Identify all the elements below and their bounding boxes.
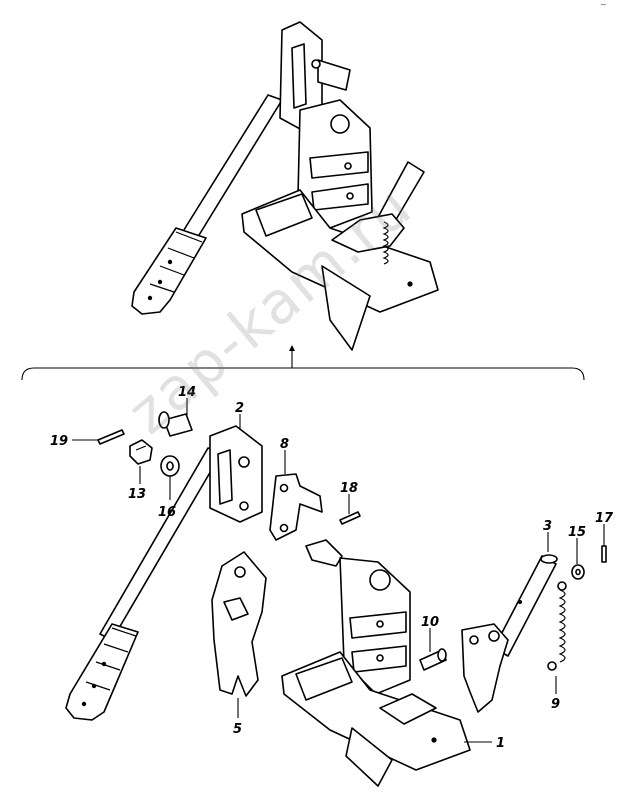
callout-13: 13 [128, 487, 146, 502]
part-17-pin [601, 545, 607, 563]
group-bracket [21, 345, 585, 381]
part-1-base [281, 539, 471, 787]
part-19-pin [97, 429, 125, 445]
part-3-lever [461, 554, 558, 713]
callout-1: 1 [496, 736, 505, 751]
callout-5: 5 [233, 722, 242, 737]
callout-10: 10 [421, 615, 439, 630]
part-15-washer [571, 564, 585, 580]
part-9-spring [547, 581, 567, 671]
callout-2: 2 [235, 401, 244, 416]
corner-mark: ~ [600, 0, 607, 9]
part-5-hook [211, 551, 267, 697]
assembled-grip [131, 227, 207, 315]
assembled-hook [321, 265, 371, 351]
callout-18: 18 [340, 481, 358, 496]
assembled-bracket [317, 59, 351, 91]
callout-9: 9 [551, 697, 560, 712]
assembled-spring [382, 221, 389, 265]
callout-15: 15 [568, 525, 586, 540]
part-16-washer [160, 455, 180, 477]
part-10-pin [419, 648, 447, 671]
part-13-nut [129, 439, 153, 465]
part-14-clevis-pin [158, 411, 193, 437]
callout-14: 14 [178, 385, 196, 400]
part-18-pin [339, 511, 361, 525]
part-8-bracket [269, 473, 323, 541]
callout-3: 3 [543, 519, 552, 534]
callout-8: 8 [280, 437, 289, 452]
callout-16: 16 [158, 505, 176, 520]
assembled-mechanism [131, 21, 439, 351]
callout-17: 17 [595, 511, 614, 526]
callout-labels: 19 14 2 13 16 8 18 3 15 17 10 9 5 1 [50, 385, 614, 751]
callout-19: 19 [50, 434, 68, 449]
part-2-handle [65, 425, 263, 721]
callout-leaders [72, 398, 605, 743]
